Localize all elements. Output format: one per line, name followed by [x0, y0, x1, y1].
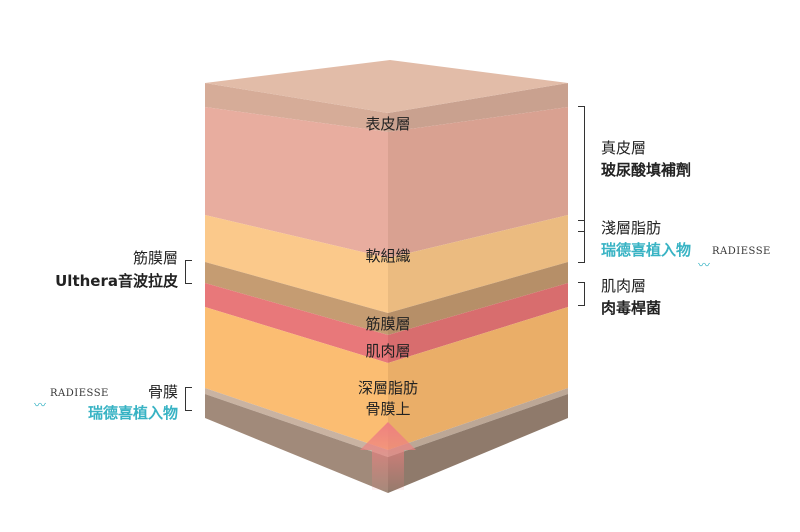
dermis-treatment: 玻尿酸填補劑 — [601, 161, 692, 179]
epidermis-label: 表皮層 — [365, 115, 411, 133]
fascia-layer-right — [388, 262, 568, 335]
periosteum-bracket — [185, 387, 192, 411]
muscle-bracket — [578, 282, 585, 306]
dermis-title: 真皮層 — [601, 139, 647, 157]
muscle-layer-right — [388, 283, 568, 363]
muscle-treatment: 肉毒桿菌 — [601, 299, 662, 317]
supraperiosteal-label: 骨膜上 — [365, 400, 411, 418]
muscle-layer-left — [205, 283, 388, 363]
fascia-layer-left — [205, 262, 388, 335]
deep-fat-layer-left — [205, 307, 388, 450]
fascia-treatment: Ulthera音波拉皮 — [55, 272, 178, 290]
superficial-fat-title: 淺層脂肪 — [601, 219, 662, 237]
dermis-bracket — [578, 106, 585, 232]
dermis-layer-right — [388, 107, 568, 258]
periosteum-treatment: 瑞德喜植入物 — [87, 404, 178, 422]
periosteum-layer-left — [205, 388, 388, 457]
muscle-label: 肌肉層 — [365, 342, 411, 360]
top-face — [205, 60, 568, 113]
radiesse-logo-text: RADIESSE — [712, 246, 771, 257]
epidermis-layer-right — [388, 83, 568, 132]
dermis-layer-left — [205, 107, 388, 258]
fascia-title: 筋膜層 — [132, 249, 178, 267]
arrow-up-icon — [360, 422, 416, 490]
splash-icon: 〰 — [698, 258, 711, 272]
soft-tissue-label: 軟組織 — [365, 247, 411, 265]
fascia-bracket — [185, 260, 192, 284]
radiesse-logo: RADIESSE 〰 — [698, 246, 771, 272]
fascia-label: 筋膜層 — [365, 315, 411, 333]
layer-group — [205, 83, 568, 493]
radiesse-logo: RADIESSE 〰 — [34, 388, 109, 412]
splash-icon: 〰 — [34, 398, 47, 412]
radiesse-logo-text: RADIESSE — [50, 388, 109, 399]
bone-layer-right — [388, 394, 568, 493]
deep-fat-layer-right — [388, 307, 568, 450]
soft-tissue-layer-right — [388, 215, 568, 313]
bone-layer-left — [205, 394, 388, 493]
soft-tissue-layer-left — [205, 215, 388, 313]
epidermis-layer-left — [205, 83, 388, 132]
deep-fat-label: 深層脂肪 — [357, 379, 419, 397]
periosteum-layer-right — [388, 388, 568, 457]
muscle-title: 肌肉層 — [601, 277, 647, 295]
periosteum-title: 骨膜 — [147, 383, 178, 401]
superficial-fat-treatment: 瑞德喜植入物 — [601, 241, 692, 259]
superficial-fat-bracket — [578, 220, 585, 263]
